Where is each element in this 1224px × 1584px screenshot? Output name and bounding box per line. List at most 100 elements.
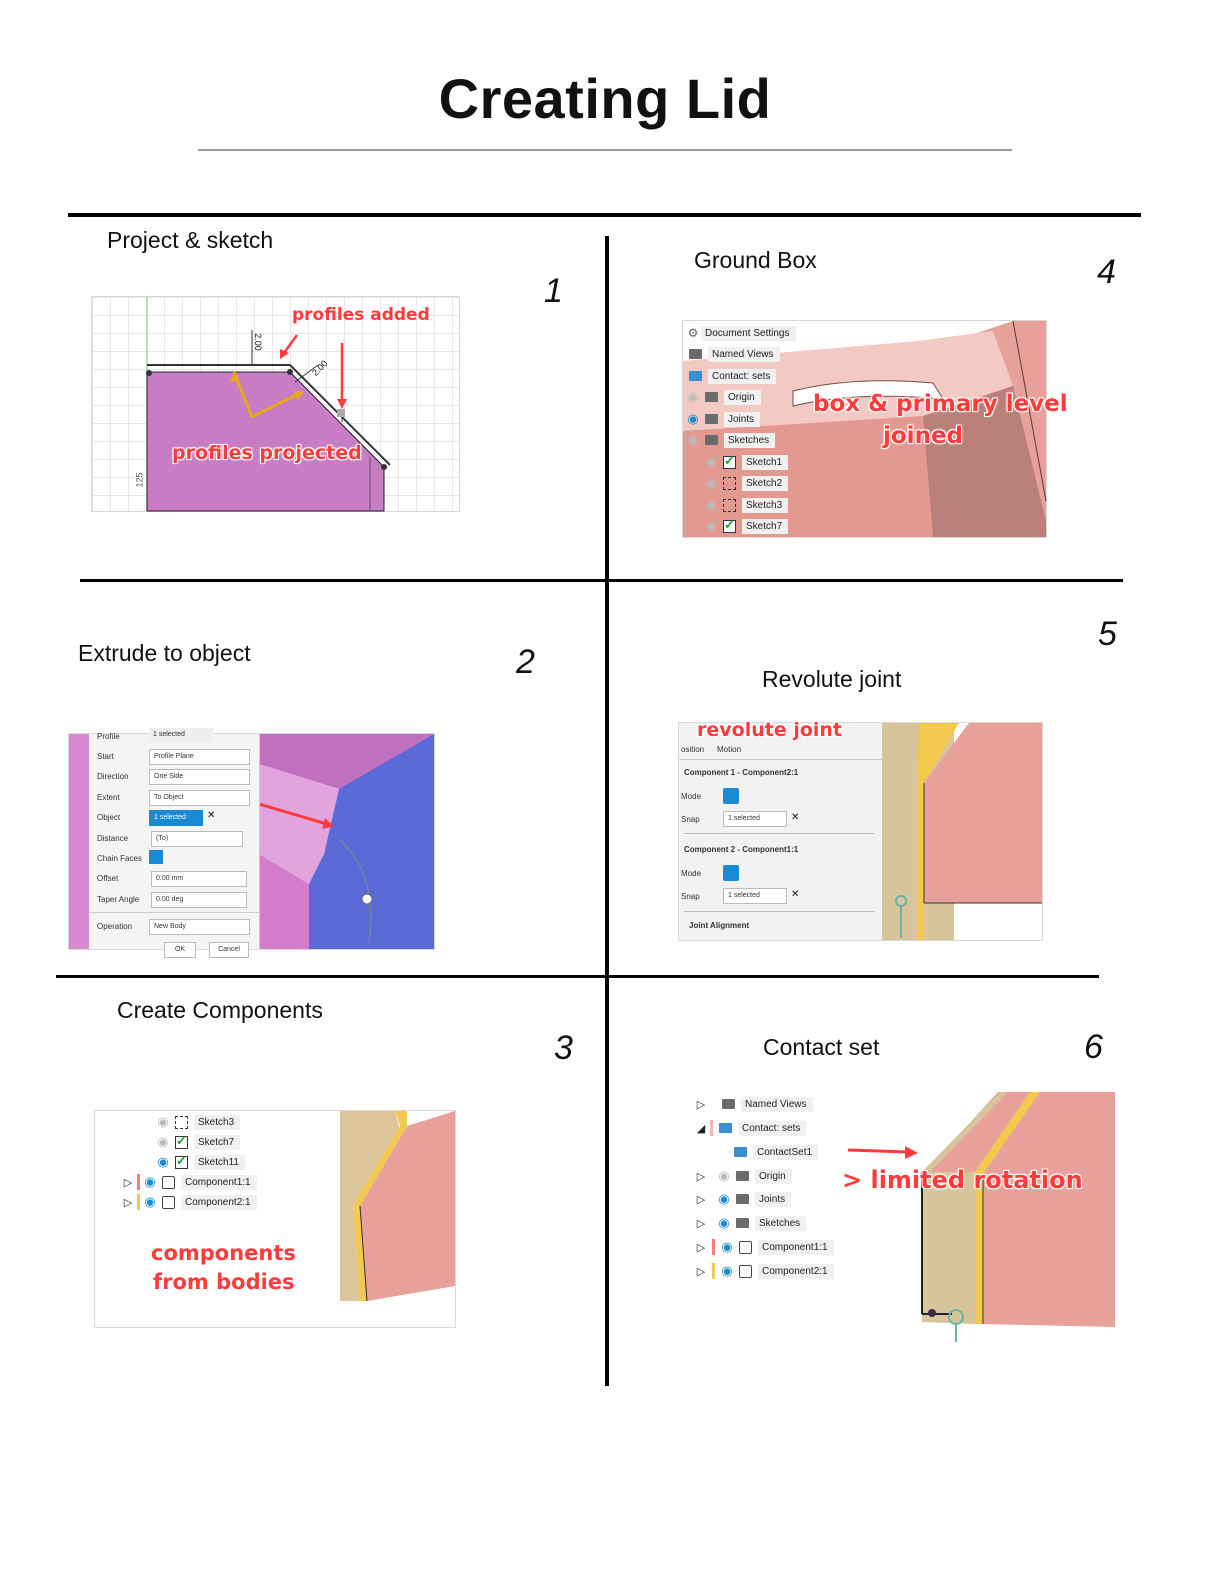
mode-button-1[interactable] xyxy=(723,788,739,804)
component-icon xyxy=(162,1195,175,1209)
folder-icon xyxy=(736,1218,749,1228)
grid-center-divider xyxy=(605,236,609,1386)
eye-icon[interactable]: ◉ xyxy=(144,1174,156,1189)
tree-item-sketch2[interactable]: ◉Sketch2 xyxy=(703,473,789,493)
eye-hidden-icon[interactable]: ◉ xyxy=(705,475,717,490)
mode-button-2[interactable] xyxy=(723,865,739,881)
expand-triangle-icon[interactable]: ▷ xyxy=(696,1170,706,1183)
field-extent[interactable]: To Object xyxy=(149,790,250,806)
contact-set-icon xyxy=(719,1123,732,1133)
eye-icon[interactable]: ◉ xyxy=(157,1154,169,1169)
revolute-model-view xyxy=(882,723,1042,940)
sketch-check-icon xyxy=(175,1133,188,1149)
tree-item-named-views[interactable]: Named Views xyxy=(685,344,780,364)
tree-item-sketches[interactable]: ◉Sketches xyxy=(685,430,776,450)
eye-icon[interactable]: ◉ xyxy=(687,411,699,426)
tree-item-document-settings[interactable]: ⚙Document Settings xyxy=(685,323,796,343)
expand-triangle-icon[interactable]: ▷ xyxy=(696,1241,706,1254)
cancel-button[interactable]: Cancel xyxy=(209,942,249,958)
eye-icon[interactable]: ◉ xyxy=(721,1263,733,1278)
snap-field-2[interactable]: 1 selected xyxy=(723,888,787,904)
eye-hidden-icon[interactable]: ◉ xyxy=(705,454,717,469)
component-icon xyxy=(739,1264,752,1278)
folder-icon xyxy=(689,349,702,359)
folder-icon xyxy=(705,414,718,424)
field-start[interactable]: Profile Plane xyxy=(149,749,250,765)
expand-triangle-icon[interactable]: ▷ xyxy=(696,1098,706,1111)
clear-snap-1-icon[interactable]: ✕ xyxy=(791,812,800,823)
panel-tabs: osition Motion xyxy=(679,743,882,760)
eye-hidden-icon[interactable]: ◉ xyxy=(157,1114,169,1129)
tree-item-joints[interactable]: ◉Joints xyxy=(685,409,761,429)
tab-motion[interactable]: Motion xyxy=(717,745,742,754)
clear-selection-icon[interactable]: ✕ xyxy=(207,810,216,821)
annotation-box-joined-2: joined xyxy=(883,423,964,449)
eye-hidden-icon[interactable]: ◉ xyxy=(687,432,699,447)
collapse-triangle-icon[interactable]: ◢ xyxy=(696,1122,706,1135)
eye-hidden-icon[interactable]: ◉ xyxy=(687,389,699,404)
tree-item-origin[interactable]: ▷◉Origin xyxy=(694,1166,792,1186)
component1-heading: Component 1 - Component2:1 xyxy=(684,768,799,777)
label-extent: Extent xyxy=(97,793,120,802)
expand-triangle-icon[interactable]: ▷ xyxy=(123,1196,133,1209)
field-taper-angle[interactable]: 0.00 deg xyxy=(151,892,247,908)
annotation-components-1: components xyxy=(151,1241,296,1265)
eye-hidden-icon[interactable]: ◉ xyxy=(705,518,717,533)
ok-button[interactable]: OK xyxy=(164,942,196,958)
step5-screenshot: osition Motion Component 1 - Component2:… xyxy=(678,719,1043,941)
clear-snap-2-icon[interactable]: ✕ xyxy=(791,889,800,900)
step4-title: Ground Box xyxy=(694,247,817,273)
tree-item-component1[interactable]: ▷◉Component1:1 xyxy=(121,1172,257,1192)
sketch-check-icon xyxy=(723,453,736,469)
eye-icon[interactable]: ◉ xyxy=(718,1191,730,1206)
tree-item-contact-sets[interactable]: Contact: sets xyxy=(685,366,777,386)
step6-screenshot: ▷Named Views ◢Contact: sets ContactSet1 … xyxy=(690,1092,1115,1342)
field-profile[interactable]: 1 selected xyxy=(149,728,213,742)
eye-icon[interactable]: ◉ xyxy=(144,1194,156,1209)
step1-number: 1 xyxy=(544,272,563,310)
tree-item-component2[interactable]: ▷◉Component2:1 xyxy=(694,1261,834,1281)
eye-hidden-icon[interactable]: ◉ xyxy=(157,1134,169,1149)
field-distance[interactable]: (To) xyxy=(151,831,243,847)
step5-number: 5 xyxy=(1098,615,1117,653)
tree-item-contact-sets[interactable]: ◢Contact: sets xyxy=(694,1118,807,1138)
joint-alignment-heading[interactable]: Joint Alignment xyxy=(689,921,750,930)
component-color-bar xyxy=(137,1194,140,1210)
field-offset[interactable]: 0.00 mm xyxy=(151,871,247,887)
expand-triangle-icon[interactable]: ▷ xyxy=(696,1265,706,1278)
label-offset: Offset xyxy=(97,874,119,883)
field-object[interactable]: 1 selected xyxy=(149,810,203,826)
tree-item-component2[interactable]: ▷◉Component2:1 xyxy=(121,1192,257,1212)
component-icon xyxy=(739,1240,752,1254)
tree-item-sketch3[interactable]: ◉Sketch3 xyxy=(703,495,789,515)
tree-item-sketches[interactable]: ▷◉Sketches xyxy=(694,1213,807,1233)
panel-divider-2 xyxy=(684,911,874,912)
tree-item-sketch11[interactable]: ◉Sketch11 xyxy=(155,1152,245,1172)
chain-faces-toggle[interactable] xyxy=(149,850,163,864)
snap-field-1[interactable]: 1 selected xyxy=(723,811,787,827)
eye-icon[interactable]: ◉ xyxy=(721,1239,733,1254)
expand-triangle-icon[interactable]: ▷ xyxy=(696,1217,706,1230)
step6-title: Contact set xyxy=(763,1034,880,1060)
eye-hidden-icon[interactable]: ◉ xyxy=(718,1168,730,1183)
tree-item-named-views[interactable]: ▷Named Views xyxy=(694,1094,813,1114)
eye-icon[interactable]: ◉ xyxy=(718,1215,730,1230)
step2-number: 2 xyxy=(516,643,535,681)
step5-title: Revolute joint xyxy=(762,666,902,692)
field-direction[interactable]: One Side xyxy=(149,769,250,785)
tree-item-sketch7[interactable]: ◉Sketch7 xyxy=(703,516,789,536)
tree-item-sketch7[interactable]: ◉Sketch7 xyxy=(155,1132,241,1152)
tree-item-contactset1[interactable]: ContactSet1 xyxy=(730,1142,819,1162)
tree-item-joints[interactable]: ▷◉Joints xyxy=(694,1189,792,1209)
eye-hidden-icon[interactable]: ◉ xyxy=(705,497,717,512)
tree-item-component1[interactable]: ▷◉Component1:1 xyxy=(694,1237,834,1257)
expand-triangle-icon[interactable]: ▷ xyxy=(696,1193,706,1206)
components-model-view xyxy=(340,1111,455,1302)
tab-position[interactable]: osition xyxy=(681,745,705,754)
tree-item-sketch3[interactable]: ◉Sketch3 xyxy=(155,1112,241,1132)
tree-item-sketch1[interactable]: ◉Sketch1 xyxy=(703,452,789,472)
tree-item-origin[interactable]: ◉Origin xyxy=(685,387,761,407)
field-operation[interactable]: New Body xyxy=(149,919,250,935)
expand-triangle-icon[interactable]: ▷ xyxy=(123,1176,133,1189)
folder-icon xyxy=(736,1194,749,1204)
